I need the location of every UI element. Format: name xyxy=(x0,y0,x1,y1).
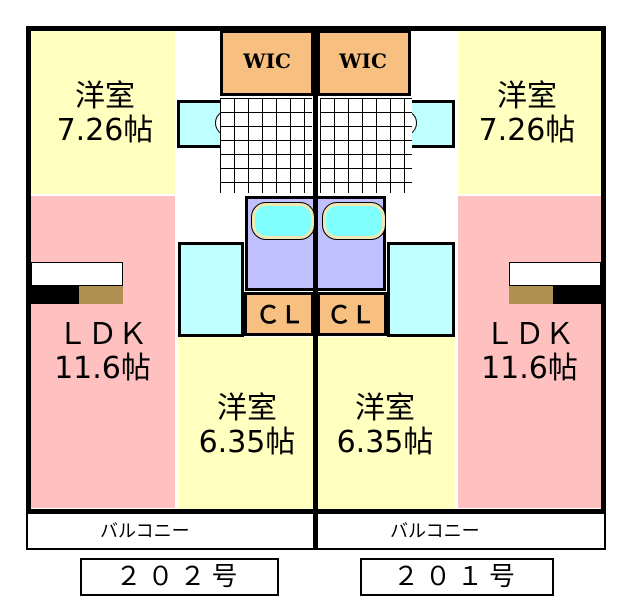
washroom-201 xyxy=(387,242,455,337)
ldk-202 xyxy=(31,196,175,508)
wic-label: WIC xyxy=(243,49,291,73)
closet-label: ＣＬ xyxy=(256,301,304,329)
ldk-201 xyxy=(458,196,601,508)
western-room-small-202 xyxy=(178,337,313,509)
bathtub-icon xyxy=(322,202,386,240)
wic-201 xyxy=(317,30,411,96)
room-size: 7.26帖 xyxy=(478,113,576,148)
kitchen-cabinet xyxy=(553,286,601,304)
room-size: 6.35帖 xyxy=(336,425,434,460)
washroom-202 xyxy=(178,242,244,337)
room-name: ＬＤＫ xyxy=(484,317,575,352)
room-size: 7.26帖 xyxy=(56,113,154,148)
stairs-202 xyxy=(220,98,312,193)
kitchen-cabinet xyxy=(509,286,553,304)
western-room-small-201 xyxy=(318,337,455,509)
room-size: 6.35帖 xyxy=(198,425,296,460)
room-name: 洋室 xyxy=(355,391,415,426)
room-name: 洋室 xyxy=(217,391,277,426)
room-size: 11.6帖 xyxy=(481,351,578,386)
wic-202 xyxy=(220,30,314,96)
room-size: 11.6帖 xyxy=(54,351,151,386)
room-name: ＬＤＫ xyxy=(57,317,148,352)
stairs-201 xyxy=(320,98,412,193)
closet-label: ＣＬ xyxy=(327,301,375,329)
bathtub-icon xyxy=(251,202,315,240)
western-room-large-202 xyxy=(31,31,175,194)
room-name: 洋室 xyxy=(497,79,557,114)
kitchen-counter-201 xyxy=(509,262,601,286)
wic-label: WIC xyxy=(339,49,387,73)
party-wall xyxy=(313,26,318,550)
balcony-label: バルコニー xyxy=(390,521,480,542)
kitchen-counter-202 xyxy=(31,262,123,286)
unit-number-201: ２０１号 xyxy=(360,558,554,596)
western-room-large-201 xyxy=(458,31,601,194)
closet-201 xyxy=(317,292,387,336)
kitchen-cabinet xyxy=(31,286,79,304)
closet-202 xyxy=(244,292,314,336)
kitchen-cabinet xyxy=(79,286,123,304)
balcony-label: バルコニー xyxy=(100,521,190,542)
unit-number-202: ２０２号 xyxy=(80,558,279,596)
room-name: 洋室 xyxy=(75,79,135,114)
